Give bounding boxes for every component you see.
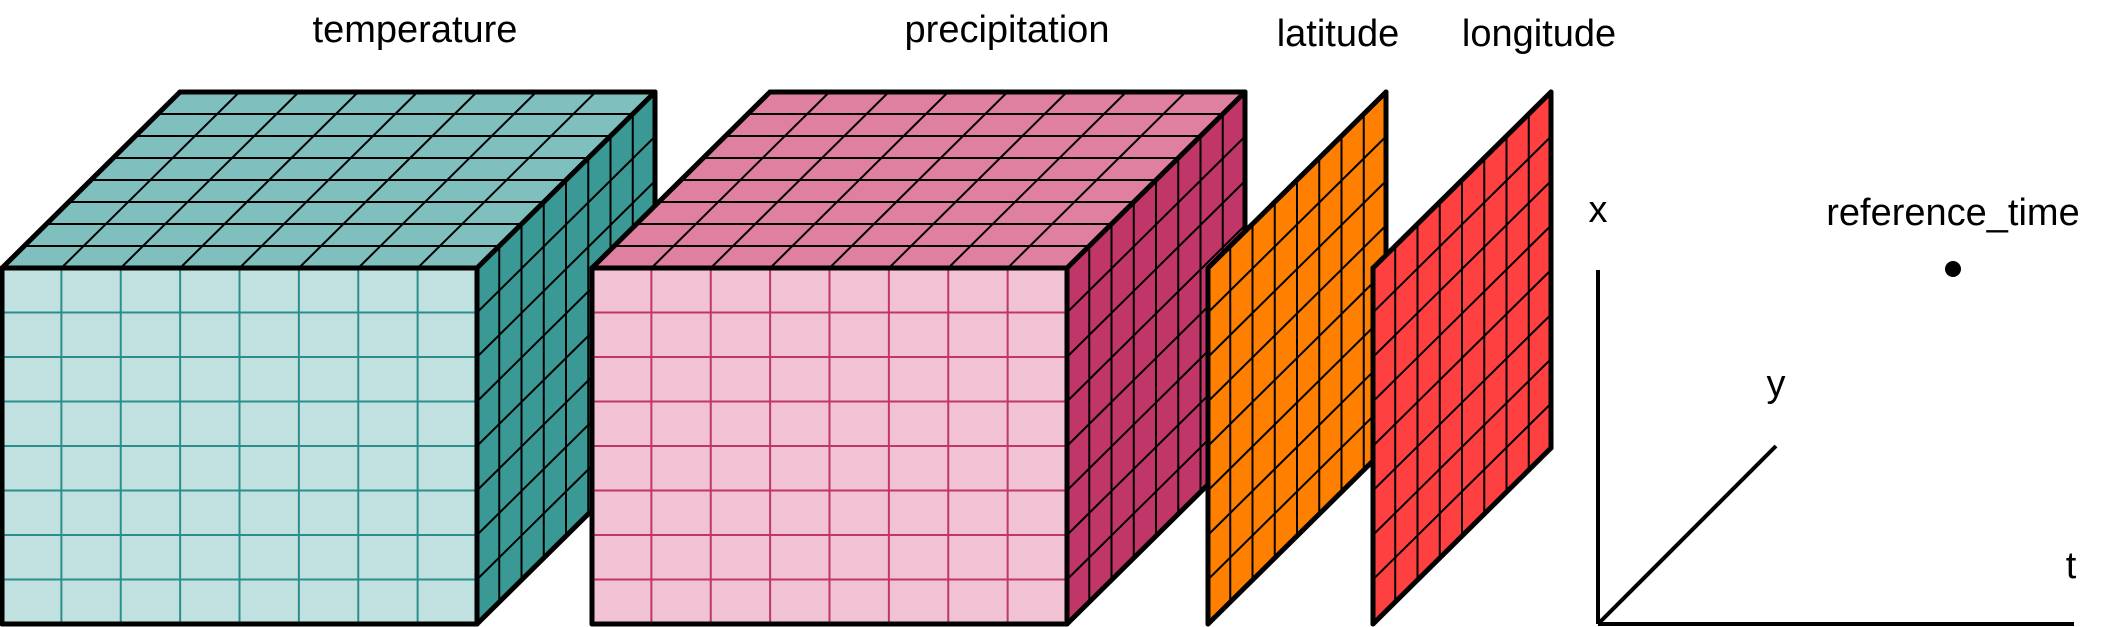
precipitation-cube-grid [591, 91, 1246, 625]
plane-edge [1370, 89, 1554, 271]
cube-edge [589, 89, 773, 271]
reference-time-point [1945, 261, 1961, 277]
temperature-label: temperature [313, 9, 518, 51]
reference-time-label: reference_time [1826, 192, 2079, 234]
top-grid-line [416, 91, 597, 269]
y-axis-line [1596, 444, 1778, 626]
y-axis-label: y [1767, 363, 1786, 405]
cube-edge [474, 89, 658, 271]
top-grid-line [297, 91, 478, 269]
temperature-cube [0, 89, 658, 627]
t-axis-label: t [2066, 545, 2077, 587]
top-grid-line [1006, 91, 1187, 269]
longitude-label: longitude [1462, 13, 1616, 55]
top-grid-line [357, 91, 538, 269]
plane-edge [1205, 89, 1389, 271]
temperature-cube-outline [0, 89, 658, 627]
temperature-cube-grid [1, 91, 656, 625]
top-grid-line [887, 91, 1068, 269]
longitude-plane [1370, 89, 1554, 627]
plane-edge [1370, 445, 1554, 627]
longitude-plane-grid [1370, 89, 1554, 627]
cube-edge [0, 89, 183, 271]
cube-edge [1064, 89, 1248, 271]
latitude-label: latitude [1277, 13, 1400, 55]
x-axis-label: x [1589, 189, 1608, 231]
top-grid-line [947, 91, 1128, 269]
precipitation-label: precipitation [905, 9, 1110, 51]
coordinate-axes [1596, 261, 2074, 626]
latitude-plane [1205, 89, 1389, 627]
precipitation-cube [589, 89, 1248, 627]
plane-edge [1205, 445, 1389, 627]
